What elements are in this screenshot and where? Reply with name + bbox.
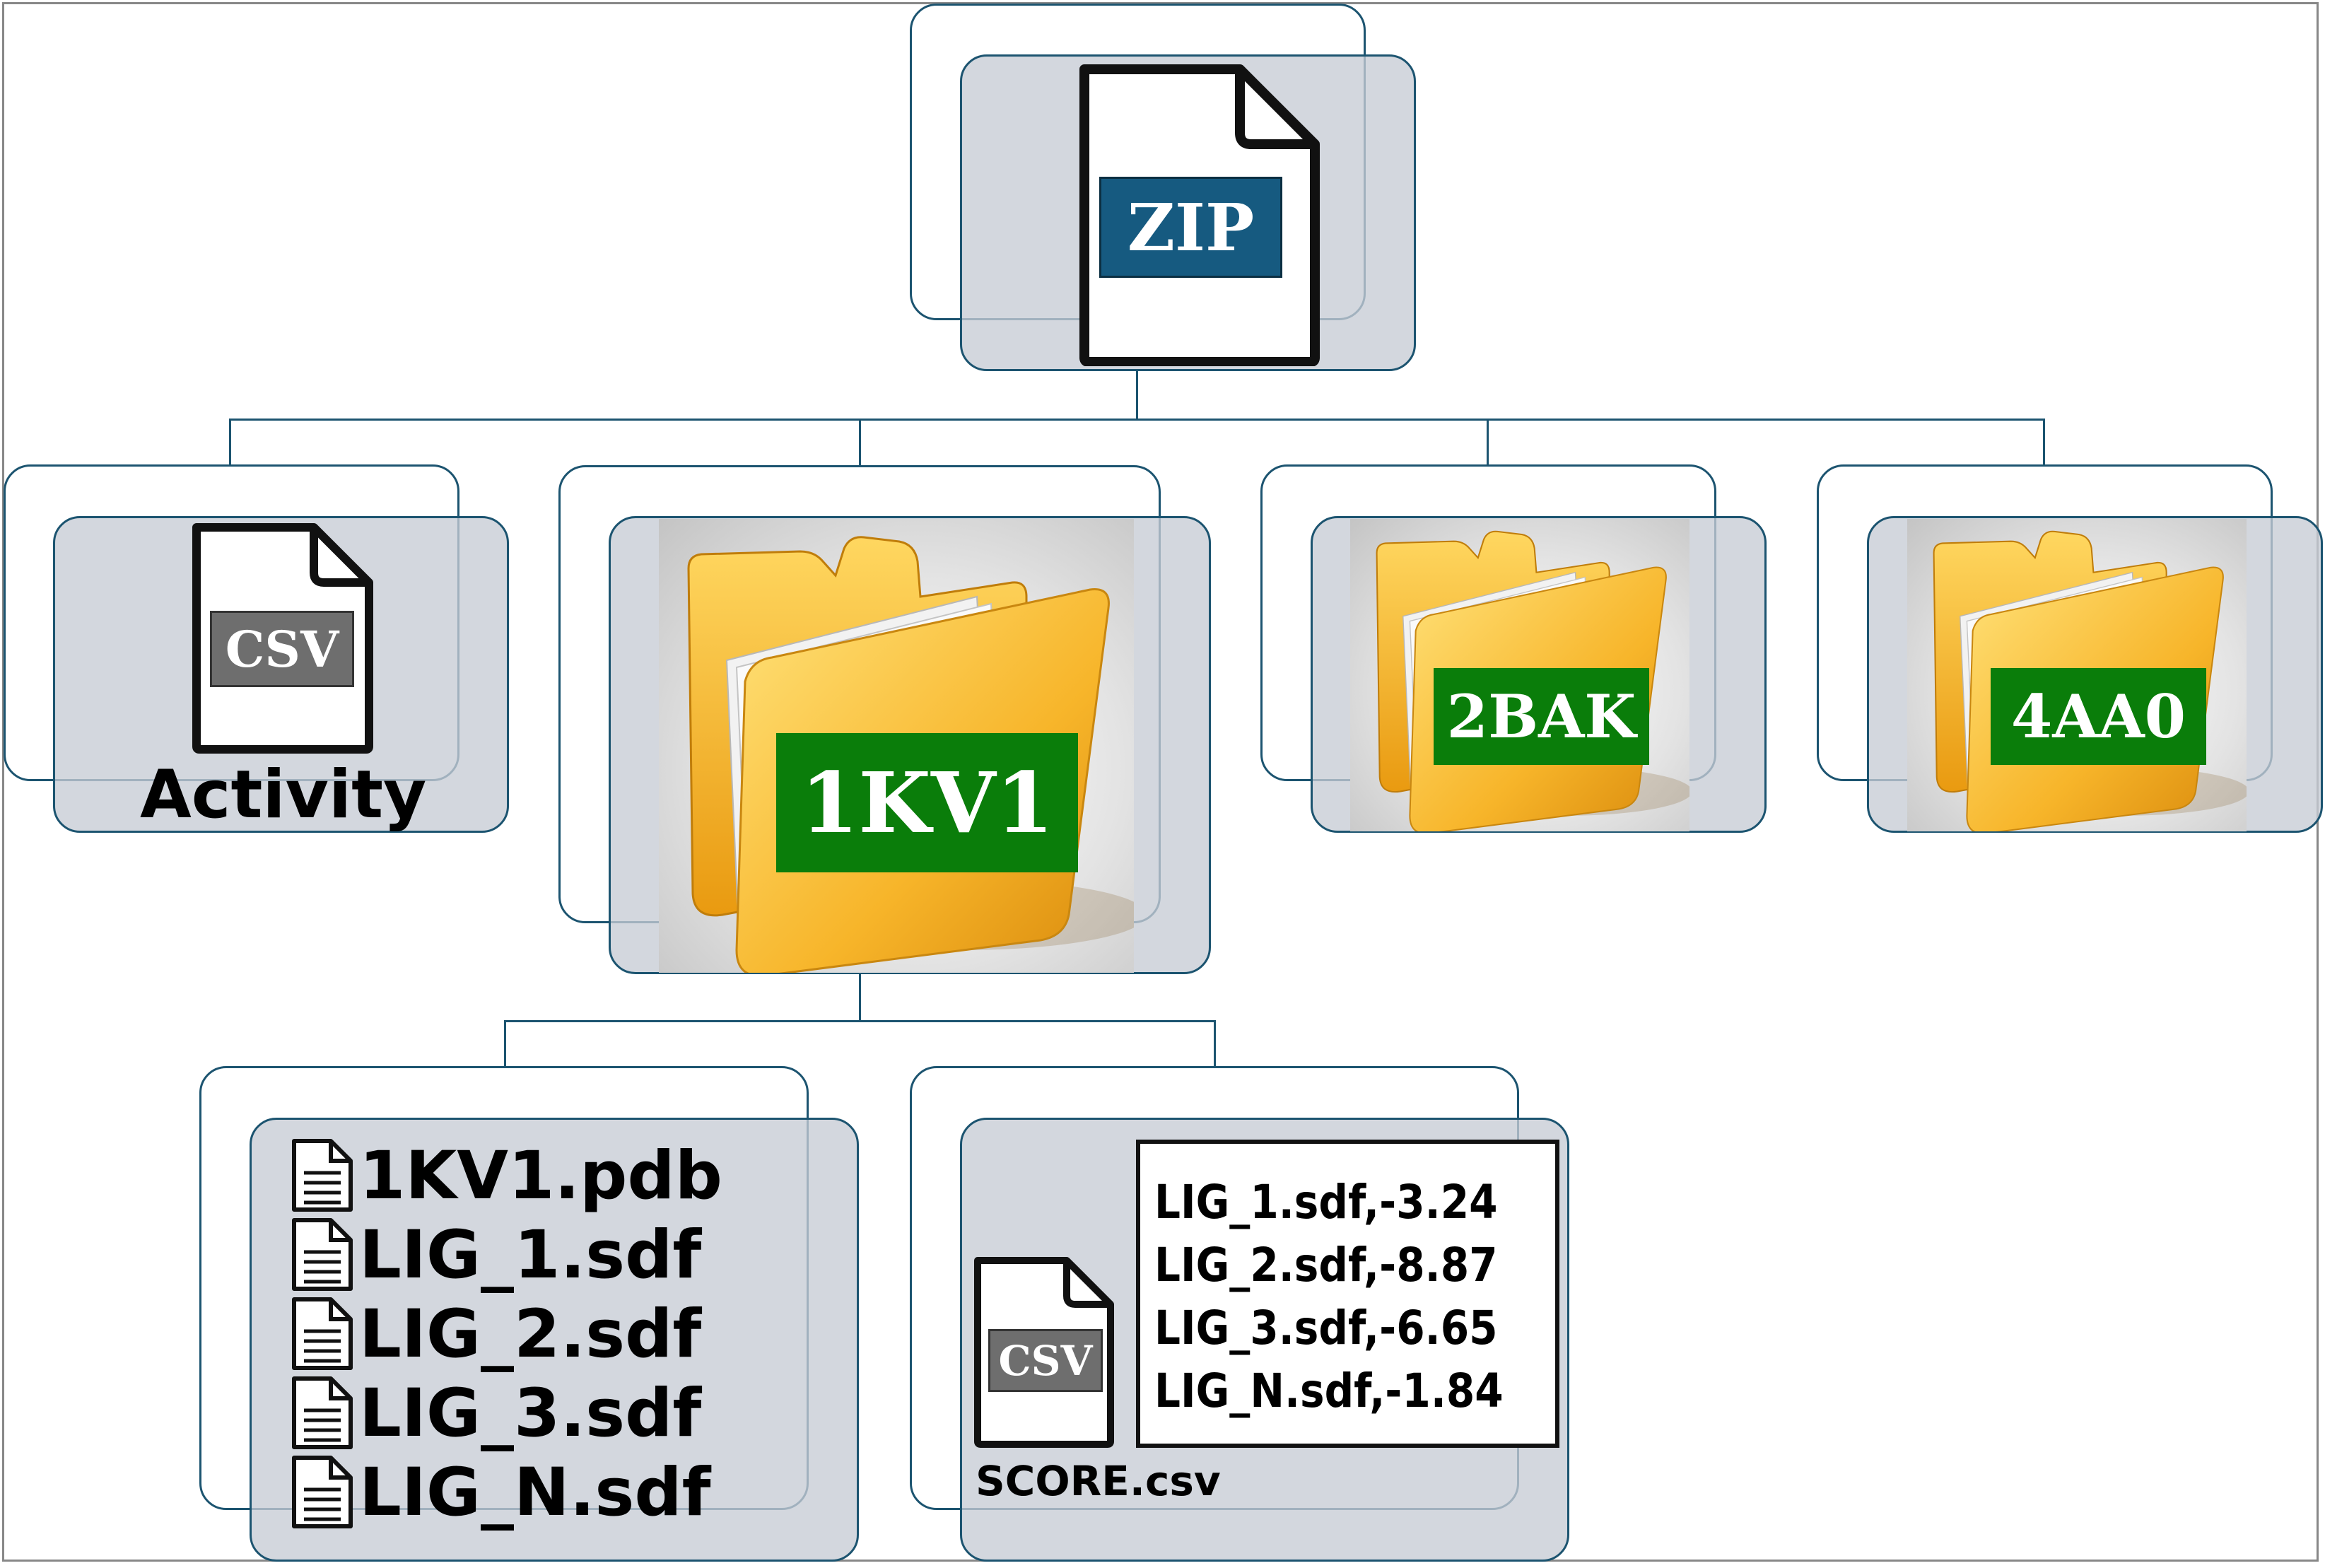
list-item: LIG_1.sdf — [290, 1216, 701, 1294]
score-line: LIG_N.sdf,-1.84 — [1154, 1364, 1504, 1418]
file-name: LIG_1.sdf — [359, 1216, 702, 1294]
activity-label: Activity — [140, 756, 427, 833]
document-icon — [292, 1376, 353, 1449]
folder-label-2bak: 2BAK — [1434, 668, 1649, 765]
file-name: LIG_2.sdf — [359, 1295, 702, 1373]
connector-level2-bar — [504, 1020, 1216, 1022]
list-item: LIG_N.sdf — [290, 1453, 711, 1531]
folder-label-4aa0: 4AA0 — [1991, 668, 2206, 765]
connector-activity — [229, 419, 231, 467]
file-name: LIG_3.sdf — [359, 1374, 702, 1452]
file-name: 1KV1.pdb — [359, 1137, 722, 1215]
csv-tag: CSV — [210, 611, 354, 687]
folder-label-1kv1: 1KV1 — [776, 733, 1078, 872]
document-icon — [292, 1218, 353, 1291]
list-item: LIG_2.sdf — [290, 1295, 701, 1373]
document-icon — [292, 1456, 353, 1528]
connector-score — [1214, 1020, 1216, 1068]
document-icon — [292, 1297, 353, 1370]
document-icon — [292, 1139, 353, 1212]
score-contents: LIG_1.sdf,-3.24 LIG_2.sdf,-8.87 LIG_3.sd… — [1136, 1140, 1559, 1448]
score-line: LIG_3.sdf,-6.65 — [1154, 1301, 1498, 1355]
score-line: LIG_2.sdf,-8.87 — [1154, 1238, 1498, 1292]
connector-2bak — [1487, 419, 1489, 467]
connector-4aa0 — [2043, 419, 2045, 467]
connector-1kv1-down — [859, 972, 861, 1022]
connector-files — [504, 1020, 506, 1068]
connector-level1-bar — [229, 419, 2044, 421]
zip-tag: ZIP — [1099, 177, 1282, 278]
csv-tag: CSV — [988, 1329, 1103, 1392]
connector-root-down — [1136, 370, 1138, 420]
connector-1kv1 — [859, 419, 861, 467]
score-line: LIG_1.sdf,-3.24 — [1154, 1175, 1498, 1229]
file-name: LIG_N.sdf — [359, 1453, 711, 1531]
list-item: LIG_3.sdf — [290, 1374, 701, 1452]
list-item: 1KV1.pdb — [290, 1137, 722, 1215]
score-filename: SCORE.csv — [976, 1457, 1221, 1505]
